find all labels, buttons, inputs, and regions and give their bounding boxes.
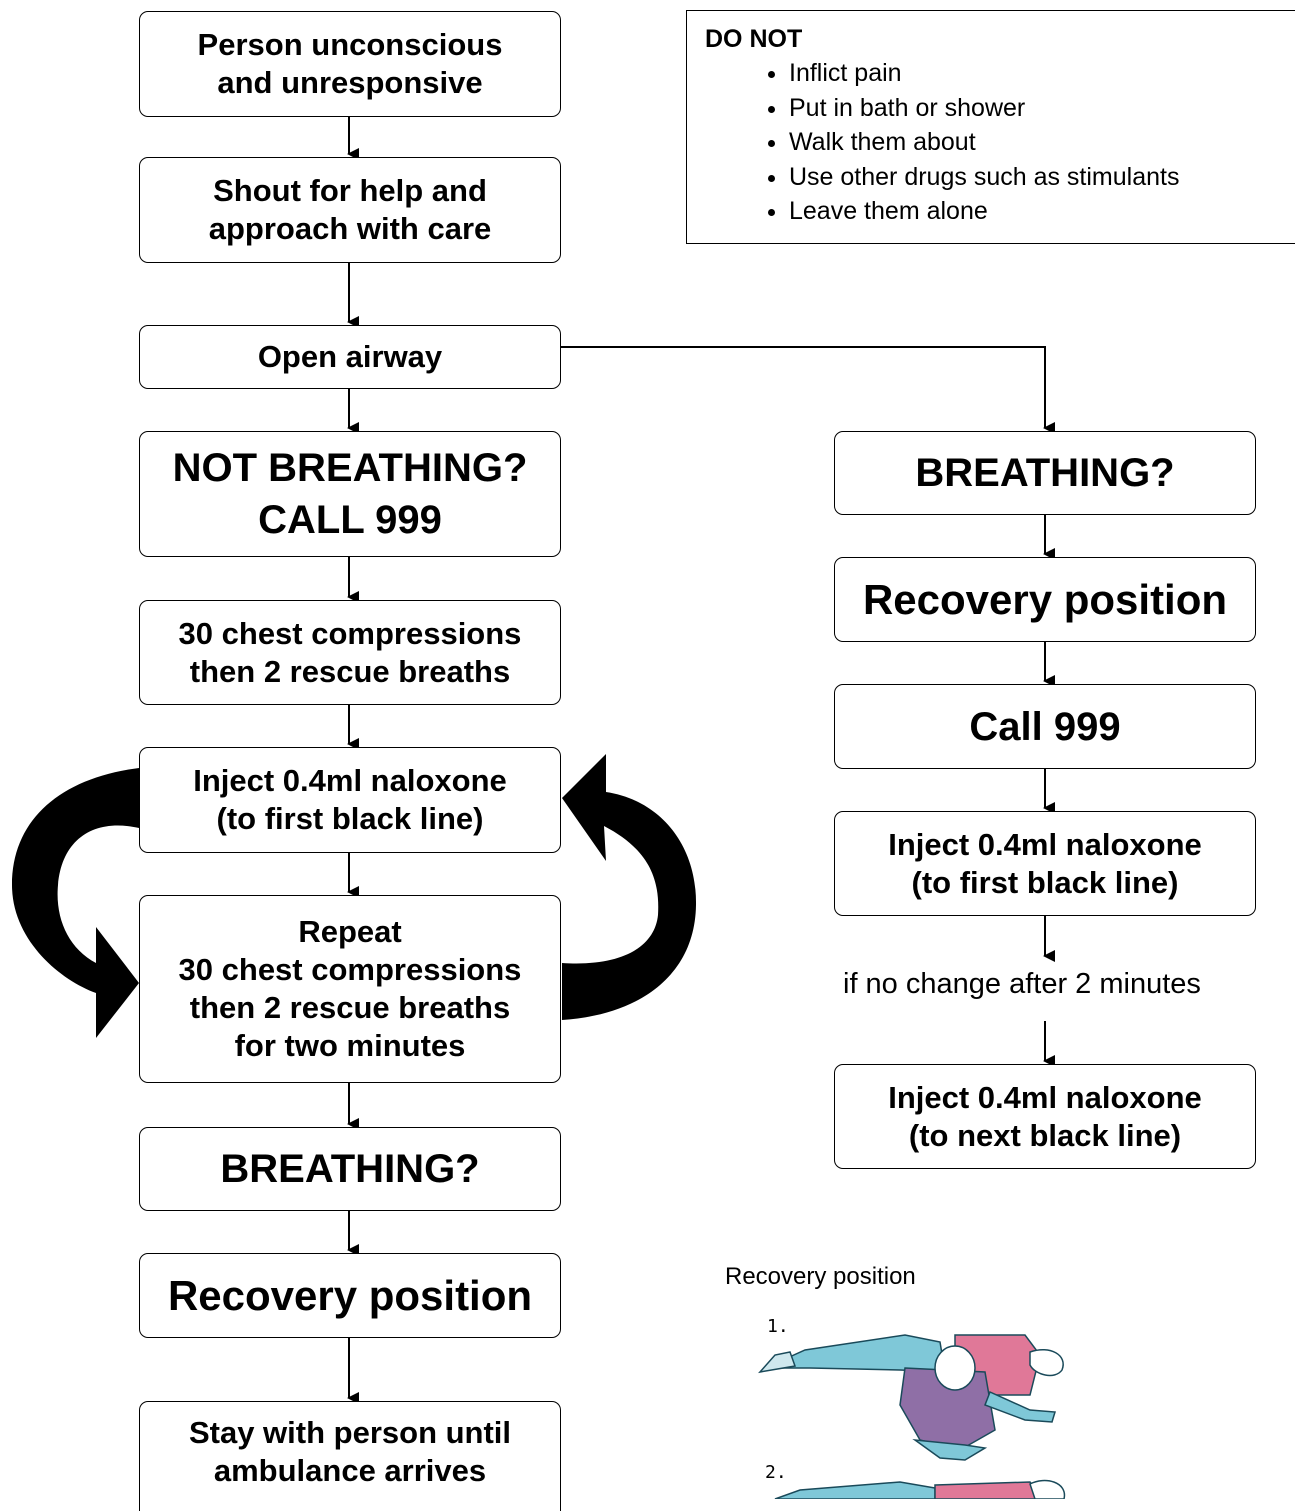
step-inject-right-next-line1: Inject 0.4ml naloxone xyxy=(888,1079,1202,1115)
step-inject-right-next-line2: (to next black line) xyxy=(908,1117,1182,1153)
step-inject-left-line1: Inject 0.4ml naloxone xyxy=(193,763,507,799)
do-not-box: DO NOT Inflict pain Put in bath or showe… xyxy=(686,10,1295,244)
do-not-item: Walk them about xyxy=(789,125,1179,160)
step-breathing-check-right: BREATHING? xyxy=(834,431,1256,515)
loop-arrow-left xyxy=(12,768,139,1038)
figure1-hand xyxy=(1029,1349,1064,1377)
step-inject-naloxone-left: Inject 0.4ml naloxone (to first black li… xyxy=(139,747,561,853)
figure1-lower-legs xyxy=(912,1438,988,1461)
do-not-list: Inflict pain Put in bath or shower Walk … xyxy=(737,56,1179,229)
figure2-shirt xyxy=(934,1481,1047,1499)
step-inject-naloxone-right-first: Inject 0.4ml naloxone (to first black li… xyxy=(834,811,1256,916)
step-not-breathing-line1: NOT BREATHING? xyxy=(172,446,528,490)
step-not-breathing: NOT BREATHING? CALL 999 xyxy=(139,431,561,557)
figure2-hand xyxy=(1029,1479,1066,1499)
figure1-foot xyxy=(758,1351,797,1374)
figure1-head xyxy=(934,1345,976,1391)
do-not-item: Use other drugs such as stimulants xyxy=(789,160,1179,195)
do-not-item: Put in bath or shower xyxy=(789,91,1179,126)
step-inject-right-first-line1: Inject 0.4ml naloxone xyxy=(888,826,1202,862)
step-breathing-check-left: BREATHING? xyxy=(139,1127,561,1211)
step-not-breathing-line2: CALL 999 xyxy=(258,498,442,542)
illustration-step-1-label: 1. xyxy=(767,1316,789,1337)
step-shout-for-help: Shout for help and approach with care xyxy=(139,157,561,263)
recovery-figure-2 xyxy=(774,1479,1066,1499)
arrow-airway-to-breathing xyxy=(561,346,1055,434)
step-repeat-line2: 30 chest compressions xyxy=(178,952,522,988)
step-repeat-line1: Repeat xyxy=(298,914,402,950)
do-not-title: DO NOT xyxy=(705,25,803,53)
illustration-step-2-label: 2. xyxy=(765,1462,787,1483)
do-not-item: Leave them alone xyxy=(789,194,1179,229)
loop-arrow-right xyxy=(562,754,697,1020)
step-inject-right-first-line2: (to first black line) xyxy=(911,864,1179,900)
step-repeat-line3: then 2 rescue breaths xyxy=(189,990,511,1025)
recovery-illustration-caption: Recovery position xyxy=(725,1263,916,1290)
step-shout-line2: approach with care xyxy=(208,211,492,246)
step-stay-line1: Stay with person until xyxy=(188,1415,512,1450)
step-compressions-line1: 30 chest compressions xyxy=(178,615,522,651)
step-shout-line1: Shout for help and xyxy=(213,173,487,209)
step-repeat-line4: for two minutes xyxy=(234,1027,466,1063)
step-unconscious-line1: Person unconscious xyxy=(197,27,503,63)
step-stay-with-person: Stay with person until ambulance arrives xyxy=(139,1401,561,1511)
figure2-legs xyxy=(774,1481,936,1499)
step-recovery-position-right: Recovery position xyxy=(834,557,1256,642)
step-recovery-right-label: Recovery position xyxy=(862,575,1228,623)
step-compressions-line2: then 2 rescue breaths xyxy=(189,653,511,689)
recovery-figure-1 xyxy=(758,1334,1064,1461)
do-not-item: Inflict pain xyxy=(789,56,1179,91)
step-open-airway: Open airway xyxy=(139,325,561,389)
step-breathing-right-label: BREATHING? xyxy=(915,451,1175,495)
step-recovery-left-label: Recovery position xyxy=(167,1271,533,1319)
step-call-999: Call 999 xyxy=(834,684,1256,769)
condition-no-change: if no change after 2 minutes xyxy=(843,968,1201,1000)
step-inject-naloxone-right-next: Inject 0.4ml naloxone (to next black lin… xyxy=(834,1064,1256,1169)
step-breathing-left-label: BREATHING? xyxy=(220,1147,480,1191)
step-stay-line2: ambulance arrives xyxy=(213,1452,487,1488)
step-open-airway-label: Open airway xyxy=(257,339,443,375)
step-repeat-compressions: Repeat 30 chest compressions then 2 resc… xyxy=(139,895,561,1083)
figure1-arm xyxy=(984,1390,1056,1423)
step-call-999-label: Call 999 xyxy=(969,704,1121,749)
step-chest-compressions: 30 chest compressions then 2 rescue brea… xyxy=(139,600,561,705)
step-inject-left-line2: (to first black line) xyxy=(216,801,484,836)
step-recovery-position-left: Recovery position xyxy=(139,1253,561,1338)
step-unconscious: Person unconscious and unresponsive xyxy=(139,11,561,117)
step-unconscious-line2: and unresponsive xyxy=(217,65,483,100)
